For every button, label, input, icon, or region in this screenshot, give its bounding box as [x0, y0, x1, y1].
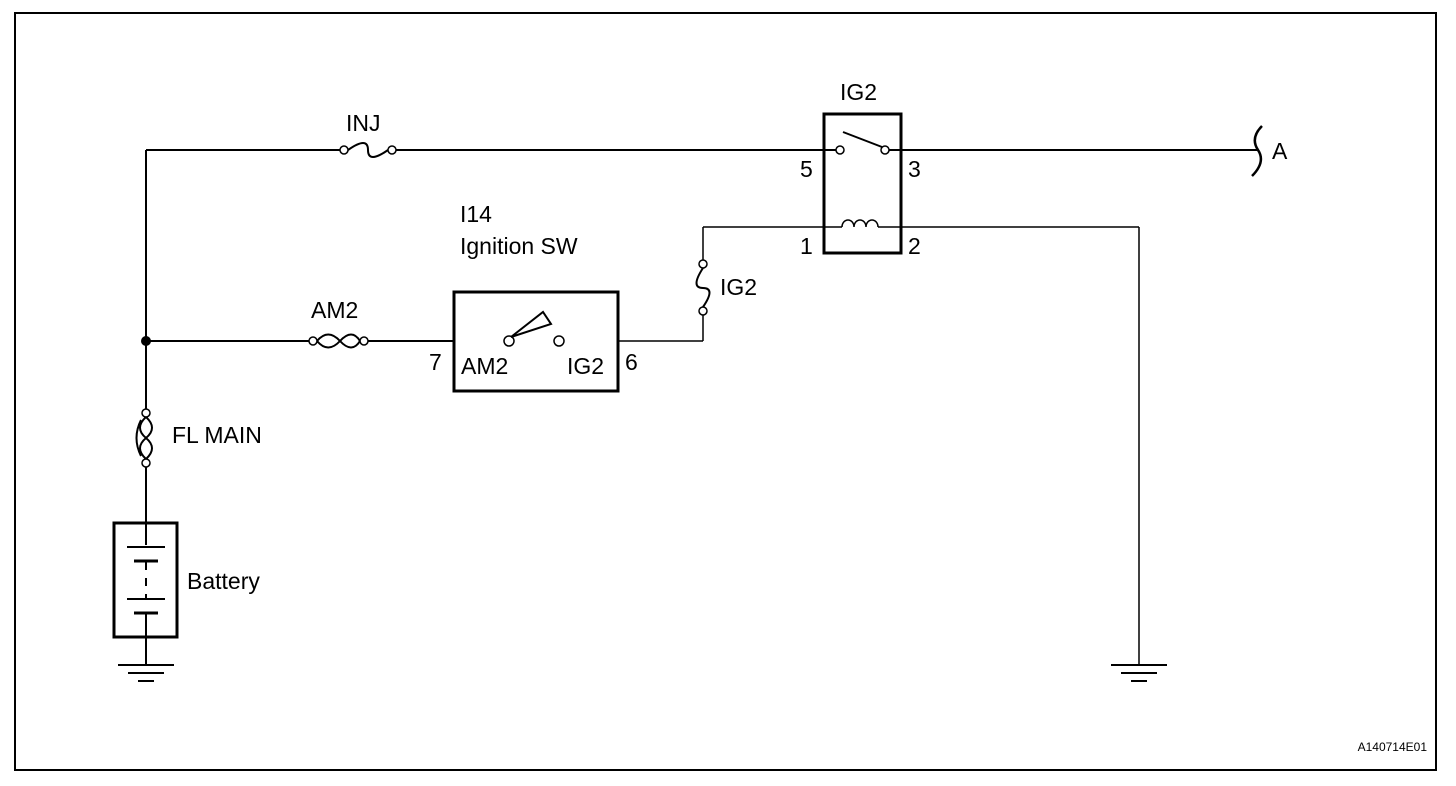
ground-icon-right [1111, 664, 1167, 682]
ignition-switch-box [452, 290, 620, 393]
fl-main-fuse-icon [135, 408, 153, 468]
ig2-relay-box [822, 112, 903, 255]
switch-am2-label: AM2 [461, 353, 508, 379]
relay-pin-1: 1 [800, 233, 813, 259]
inj-fuse-label: INJ [346, 110, 381, 136]
relay-coil-icon [815, 219, 910, 228]
battery-label: Battery [187, 568, 260, 594]
ig2-fuse-label: IG2 [720, 274, 757, 300]
relay-pin-3: 3 [908, 156, 921, 182]
connector-a-label: A [1272, 138, 1288, 164]
switch-ig2-label: IG2 [567, 353, 604, 379]
ig2-fuse-wire [618, 226, 815, 342]
ignition-switch-icon [503, 310, 565, 347]
inj-fuse-icon [339, 142, 397, 158]
figure-code: A140714E01 [1358, 740, 1428, 754]
diagram-frame [14, 12, 1437, 771]
ig2-fuse-icon [695, 259, 711, 316]
relay-pin-5: 5 [800, 156, 813, 182]
relay-switch-icon [815, 131, 910, 155]
ground-return-wire [910, 226, 1140, 665]
switch-name: Ignition SW [460, 233, 578, 259]
switch-pin-7: 7 [429, 349, 442, 375]
ground-icon-left [118, 664, 174, 682]
switch-pin-6: 6 [625, 349, 638, 375]
battery-icon [127, 523, 165, 637]
relay-title: IG2 [840, 79, 877, 105]
am2-fuse-icon [308, 333, 369, 349]
relay-pin-2: 2 [908, 233, 921, 259]
fl-main-label: FL MAIN [172, 422, 262, 448]
connector-a-icon [1251, 125, 1263, 177]
switch-code: I14 [460, 201, 492, 227]
am2-fuse-label: AM2 [311, 297, 358, 323]
